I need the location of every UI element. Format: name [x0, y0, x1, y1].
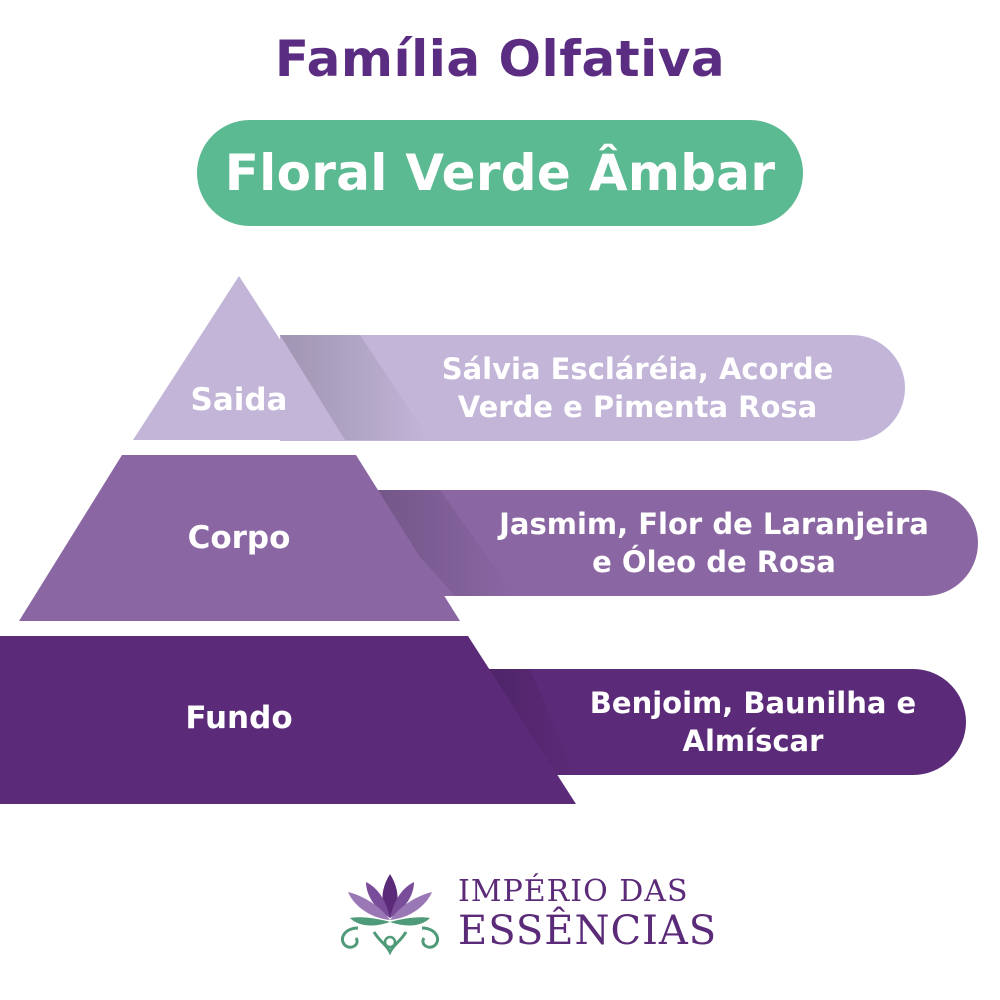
pyramid-bottom-layer — [0, 636, 576, 804]
brand-logo: IMPÉRIO DAS ESSÊNCIAS — [330, 862, 716, 958]
pyramid-top-layer — [133, 276, 345, 440]
olfactive-family-label: Floral Verde Âmbar — [224, 144, 776, 202]
lotus-icon — [341, 874, 439, 956]
middle-layer-shadow — [360, 490, 515, 596]
layer-label-bottom: Fundo — [185, 700, 293, 736]
pyramid-middle-layer — [19, 455, 460, 621]
brand-name-line-1: IMPÉRIO DAS — [458, 874, 689, 909]
heart-notes-line-1: Jasmim, Flor de Laranjeira — [499, 507, 929, 541]
base-notes-line-1: Benjoim, Baunilha e — [589, 686, 917, 720]
base-notes-line-2: Almíscar — [682, 724, 824, 758]
top-layer-shadow — [280, 335, 430, 440]
brand-name-line-2: ESSÊNCIAS — [458, 908, 718, 954]
page-title: Família Olfativa — [274, 30, 726, 88]
layer-label-middle: Corpo — [187, 520, 291, 556]
top-notes-line-1: Sálvia Escláréia, Acorde — [441, 352, 834, 386]
heart-notes-line-2: e Óleo de Rosa — [592, 545, 836, 579]
layer-label-top: Saida — [190, 382, 288, 418]
top-notes-line-2: Verde e Pimenta Rosa — [457, 390, 818, 424]
olfactive-family-badge: Floral Verde Âmbar — [197, 120, 803, 226]
